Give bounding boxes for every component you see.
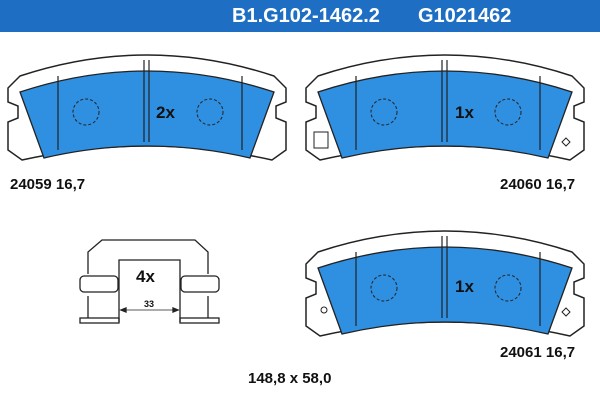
brake-pad-2 (305, 54, 585, 161)
header-bar: B1.G102-1462.2 G1021462 (0, 0, 600, 32)
mounting-clip (79, 239, 220, 324)
brake-pad-3 (305, 230, 585, 337)
pad-2-quantity: 1x (455, 103, 474, 122)
pad-dimensions: 148,8 x 58,0 (248, 370, 332, 387)
product-code: G1021462 (418, 5, 512, 27)
pad-3-quantity: 1x (455, 277, 474, 296)
pad-1-label: 24059 16,7 (10, 176, 86, 193)
pad-1-quantity: 2x (156, 103, 175, 122)
brake-pad-1 (7, 54, 287, 161)
pad-3-label: 24061 16,7 (500, 344, 576, 361)
clip-quantity: 4x (136, 267, 155, 286)
pad-2-label: 24060 16,7 (500, 176, 576, 193)
part-number: B1.G102-1462.2 (232, 5, 380, 27)
clip-dimension: 33 (144, 299, 154, 309)
